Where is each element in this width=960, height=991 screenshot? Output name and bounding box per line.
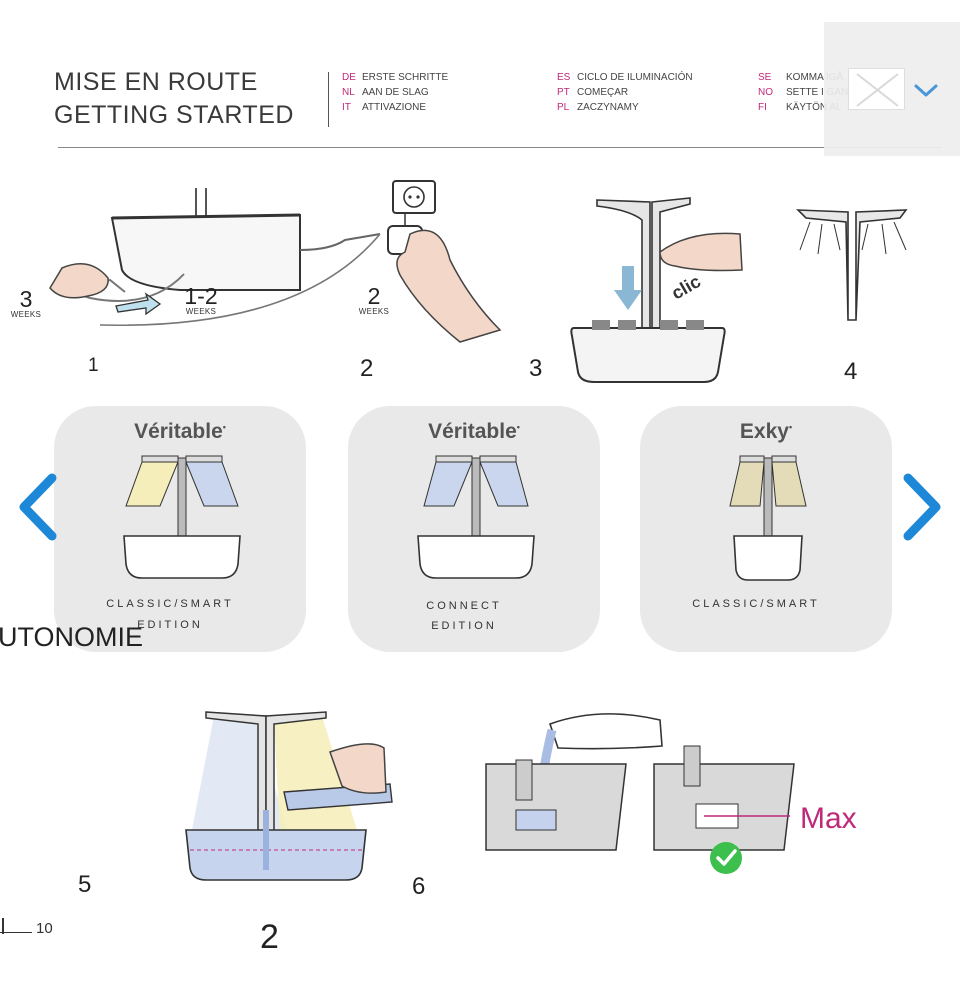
lang-label: SETTE I GAN [786, 87, 849, 98]
step-number-5: 5 [78, 871, 92, 898]
duration-3-weeks: 3 WEEKS [10, 286, 42, 320]
setup-illustrations: clic [49, 180, 908, 383]
lang-code: PL [557, 102, 570, 113]
step-number-2: 2 [360, 355, 374, 382]
planter-lamp-icon [729, 455, 807, 581]
step-number-3: 3 [529, 355, 543, 382]
title-french: MISE EN ROUTE [54, 68, 258, 96]
carousel-next-arrow[interactable] [898, 470, 946, 544]
product-card-exky[interactable]: Exky• CLASSIC/SMART [640, 406, 892, 652]
adapter-socket-illustration [387, 180, 502, 343]
header-rule [58, 147, 942, 148]
bottom-step-number: 2 [260, 918, 279, 956]
thumbnail-placeholder[interactable] [848, 68, 905, 110]
lang-label: KÄYTÖN AL [786, 102, 842, 113]
card-brand: Exky• [739, 420, 793, 443]
edition-line-1: CLASSIC/SMART [692, 598, 820, 610]
lamp-watering-illustration [185, 711, 393, 881]
footer-tick [2, 918, 4, 934]
edition-line-1: CLASSIC/SMART [106, 598, 234, 610]
lang-label: ERSTE SCHRITTE [362, 72, 449, 83]
step-number-4: 4 [844, 358, 858, 385]
section-title: UTONOMIE [0, 622, 144, 652]
lang-label: KOMMA IGÅ [786, 72, 844, 83]
lang-label: COMEÇAR [577, 87, 629, 98]
lang-code: FI [758, 102, 767, 113]
language-column-1: DE ERSTE SCHRITTE NL AAN DE SLAG IT ATTIVAZ… [342, 68, 448, 113]
lang-label: AAN DE SLAG [362, 87, 429, 98]
lang-code: IT [342, 102, 351, 113]
step-number-6: 6 [412, 873, 426, 900]
card-brand: Véritable• [428, 420, 520, 443]
lamp-insert-illustration: clic [570, 197, 743, 383]
planter-lamp-icon [417, 455, 535, 579]
planter-lamp-icon [123, 455, 241, 579]
duration-1-2-weeks: 1-2 WEEKS [184, 283, 218, 317]
broken-image-icon [856, 73, 899, 107]
lang-label: ZACZYNAMY [577, 102, 639, 113]
step-number-1: 1 [88, 355, 99, 376]
planter-cable-illustration [49, 188, 381, 327]
duration-2-weeks: 2 WEEKS [358, 283, 390, 317]
watering-illustrations [185, 711, 795, 881]
clic-label: clic [668, 271, 704, 303]
lamp-light-illustration [795, 209, 908, 321]
gallery-overlay[interactable] [824, 22, 960, 156]
chevron-down-icon[interactable] [912, 82, 940, 100]
language-column-2: ES CICLO DE ILUMINACIÓN PT COMEÇAR PL ZACZY… [557, 68, 693, 113]
card-brand: Véritable• [134, 420, 226, 443]
lang-code: DE [342, 72, 356, 83]
footer-rule [0, 932, 32, 933]
product-card-veritable-classic[interactable]: Véritable• CLASSIC/SMART EDITION [54, 406, 306, 652]
lang-code: ES [557, 72, 571, 83]
page-number: 10 [36, 920, 53, 937]
lang-label: ATTIVAZIONE [362, 102, 427, 113]
lang-code: NO [758, 87, 773, 98]
carousel-prev-arrow[interactable] [14, 470, 62, 544]
lang-code: PT [557, 87, 570, 98]
edition-line-1: CONNECT [426, 600, 502, 612]
lang-code: SE [758, 72, 772, 83]
edition-line-2: EDITION [137, 619, 203, 631]
lang-label: CICLO DE ILUMINACIÓN [577, 72, 693, 83]
product-card-veritable-connect[interactable]: Véritable• CONNECT EDITION [348, 406, 600, 652]
edition-line-2: EDITION [431, 620, 497, 632]
max-level-label: Max [800, 802, 857, 835]
water-level-illustration [485, 713, 795, 874]
title-english: GETTING STARTED [54, 101, 294, 129]
language-column-3: SE KOMMA IGÅ NO SETTE I GAN FI KÄYTÖN AL [758, 68, 850, 113]
lang-code: NL [342, 87, 355, 98]
title-divider [328, 72, 329, 127]
